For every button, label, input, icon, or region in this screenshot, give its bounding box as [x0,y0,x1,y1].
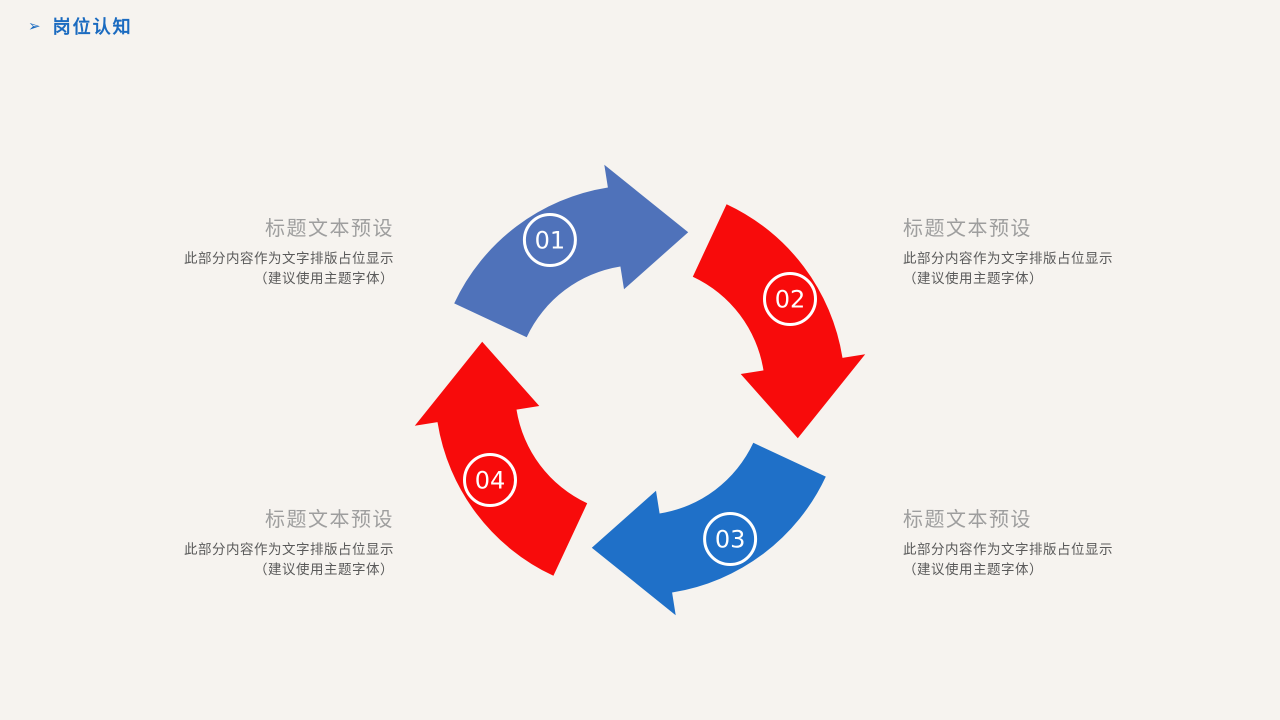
text-block-top-left: 标题文本预设 此部分内容作为文字排版占位显示 （建议使用主题字体） [126,212,394,289]
block-line2: （建议使用主题字体） [903,562,1043,578]
badge-2: 02 [763,272,817,326]
badge-4-number: 04 [475,466,506,494]
page-title: 岗位认知 [52,17,133,38]
block-line1: 此部分内容作为文字排版占位显示 [184,251,394,267]
badge-3: 03 [703,512,758,566]
block-line2: （建议使用主题字体） [254,271,394,287]
block-line1: 此部分内容作为文字排版占位显示 [184,542,394,558]
badge-1: 01 [522,213,577,267]
arrow-bullet-icon: ➢ [28,16,41,35]
badge-2-circle [763,272,817,326]
block-line1: 此部分内容作为文字排版占位显示 [903,542,1113,558]
text-block-top-right: 标题文本预设 此部分内容作为文字排版占位显示 （建议使用主题字体） [903,212,1171,289]
block-title: 标题文本预设 [265,507,394,531]
text-block-bottom-right: 标题文本预设 此部分内容作为文字排版占位显示 （建议使用主题字体） [903,503,1171,580]
badge-3-circle [703,512,758,566]
block-title: 标题文本预设 [903,216,1032,240]
badge-2-number: 02 [775,285,806,313]
block-title: 标题文本预设 [265,216,394,240]
badge-1-number: 01 [535,226,566,254]
block-title: 标题文本预设 [903,507,1032,531]
badge-3-number: 03 [715,525,746,553]
badge-4-circle [463,453,517,507]
text-block-bottom-left: 标题文本预设 此部分内容作为文字排版占位显示 （建议使用主题字体） [126,503,394,580]
badge-1-circle [522,213,577,267]
block-line1: 此部分内容作为文字排版占位显示 [903,251,1113,267]
slide-title: ➢ 岗位认知 [28,13,133,39]
badge-4: 04 [463,453,517,507]
block-line2: （建议使用主题字体） [254,562,394,578]
block-line2: （建议使用主题字体） [903,271,1043,287]
